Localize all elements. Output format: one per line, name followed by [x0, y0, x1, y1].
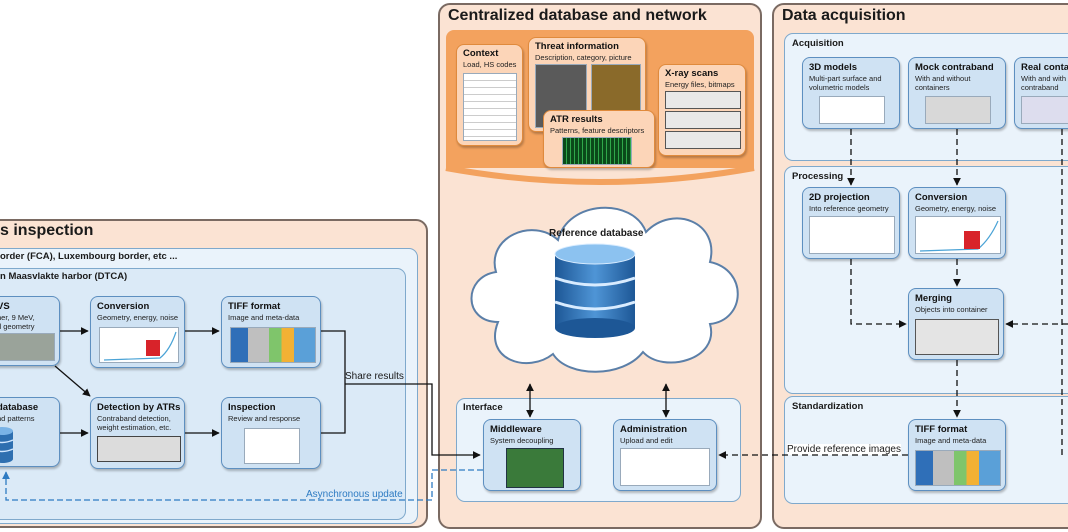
- left-conversion-card[interactable]: Conversion Geometry, energy, noise: [90, 296, 185, 368]
- conversion-plot-image: [915, 216, 1001, 254]
- acquisition-group-title: Acquisition: [792, 38, 844, 49]
- right-tiff-card[interactable]: TIFF format Image and meta-data: [908, 419, 1006, 491]
- right-tiff-title: TIFF format: [915, 424, 968, 435]
- xray-scans-card[interactable]: X-ray scans Energy files, bitmaps: [658, 64, 746, 156]
- middleware-card[interactable]: Middleware System decoupling: [483, 419, 581, 491]
- vs-card[interactable]: VS ner, 9 MeV,d geometry: [0, 296, 60, 366]
- left-conversion-title: Conversion: [97, 301, 150, 312]
- left-tiff-title: TIFF format: [228, 301, 281, 312]
- administration-screen-image: [620, 448, 710, 486]
- xray-scan-1: [665, 91, 741, 109]
- merging-card[interactable]: Merging Objects into container: [908, 288, 1004, 360]
- administration-title: Administration: [620, 424, 688, 435]
- atr-detection-card[interactable]: Detection by ATRs Contraband detection,w…: [90, 397, 185, 469]
- scanner-image: [0, 333, 55, 361]
- database-icon: [0, 427, 14, 463]
- rifle-photo-image: [925, 96, 991, 124]
- acquisition-panel-title: Data acquisition: [782, 7, 906, 24]
- right-tiff-desc: Image and meta-data: [915, 436, 987, 445]
- context-card[interactable]: Context Load, HS codes: [456, 44, 523, 146]
- tiff-image: [230, 327, 316, 363]
- async-update-label: Asynchronous update: [306, 489, 403, 500]
- truck-photo-image: [1021, 96, 1068, 124]
- context-title: Context: [463, 48, 499, 59]
- inspection-title: s inspection: [0, 222, 94, 239]
- inspection-screen-image: [244, 428, 300, 464]
- left-tiff-card[interactable]: TIFF format Image and meta-data: [221, 296, 321, 368]
- threat-info-title: Threat information: [535, 41, 619, 52]
- projection-image: [809, 216, 895, 254]
- processing-group-title: Processing: [792, 171, 844, 182]
- share-results-label: Share results: [345, 371, 404, 382]
- truck-scan-image: [97, 436, 181, 462]
- xray-scan-2: [665, 111, 741, 129]
- middleware-title: Middleware: [490, 424, 542, 435]
- threat-info-desc: Description, category, picture: [535, 53, 632, 62]
- db-title: database: [0, 402, 39, 413]
- xray-scans-title: X-ray scans: [665, 68, 719, 79]
- middleware-desc: System decoupling: [490, 436, 554, 445]
- interface-title: Interface: [463, 402, 503, 413]
- right-conversion-desc: Geometry, energy, noise: [915, 204, 997, 213]
- atr-results-card[interactable]: ATR results Patterns, feature descriptor…: [543, 110, 655, 168]
- harbor-group: [0, 268, 406, 520]
- vs-title: VS: [0, 301, 10, 312]
- document-image: [463, 73, 517, 141]
- inspection-card[interactable]: Inspection Review and response: [221, 397, 321, 469]
- atr-results-image: [562, 137, 632, 165]
- xray-scans-desc: Energy files, bitmaps: [665, 80, 735, 89]
- atr-detection-desc: Contraband detection,weight estimation, …: [97, 414, 172, 432]
- standardization-group-title: Standardization: [792, 401, 864, 412]
- inspection-card-title: Inspection: [228, 402, 276, 413]
- context-desc: Load, HS codes: [463, 60, 517, 69]
- provide-reference-images-label: Provide reference images: [787, 444, 901, 455]
- administration-card[interactable]: Administration Upload and edit: [613, 419, 717, 491]
- right-conversion-title: Conversion: [915, 192, 968, 203]
- left-tiff-desc: Image and meta-data: [228, 313, 300, 322]
- mock-contraband-title: Mock contraband: [915, 62, 994, 73]
- xray-scan-3: [665, 131, 741, 149]
- border-group-title: order (FCA), Luxembourg border, etc ...: [0, 251, 178, 262]
- real-container-title: Real conta: [1021, 62, 1068, 73]
- administration-desc: Upload and edit: [620, 436, 673, 445]
- left-conversion-desc: Geometry, energy, noise: [97, 313, 179, 322]
- central-title: Centralized database and network: [448, 7, 707, 24]
- conversion-plot-image: [99, 327, 179, 363]
- 2d-projection-card[interactable]: 2D projection Into reference geometry: [802, 187, 900, 259]
- 3d-models-title: 3D models: [809, 62, 858, 73]
- inspection-card-desc: Review and response: [228, 414, 301, 423]
- tiff-image: [915, 450, 1001, 486]
- db-card[interactable]: database nd patterns: [0, 397, 60, 467]
- database-icon: [554, 243, 636, 338]
- 2d-projection-title: 2D projection: [809, 192, 870, 203]
- vs-desc: ner, 9 MeV,d geometry: [0, 313, 35, 331]
- merging-title: Merging: [915, 293, 952, 304]
- atr-results-title: ATR results: [550, 114, 603, 125]
- merging-desc: Objects into container: [915, 305, 988, 314]
- db-desc: nd patterns: [0, 414, 35, 423]
- middleware-image: [506, 448, 564, 488]
- merged-truck-image: [915, 319, 999, 355]
- atr-detection-title: Detection by ATRs: [97, 402, 181, 413]
- right-conversion-card[interactable]: Conversion Geometry, energy, noise: [908, 187, 1006, 259]
- 2d-projection-desc: Into reference geometry: [809, 204, 889, 213]
- atr-results-desc: Patterns, feature descriptors: [550, 126, 645, 135]
- rifle-model-image: [819, 96, 885, 124]
- reference-database-title: Reference database: [549, 228, 644, 239]
- harbor-group-title: n Maasvlakte harbor (DTCA): [0, 271, 128, 282]
